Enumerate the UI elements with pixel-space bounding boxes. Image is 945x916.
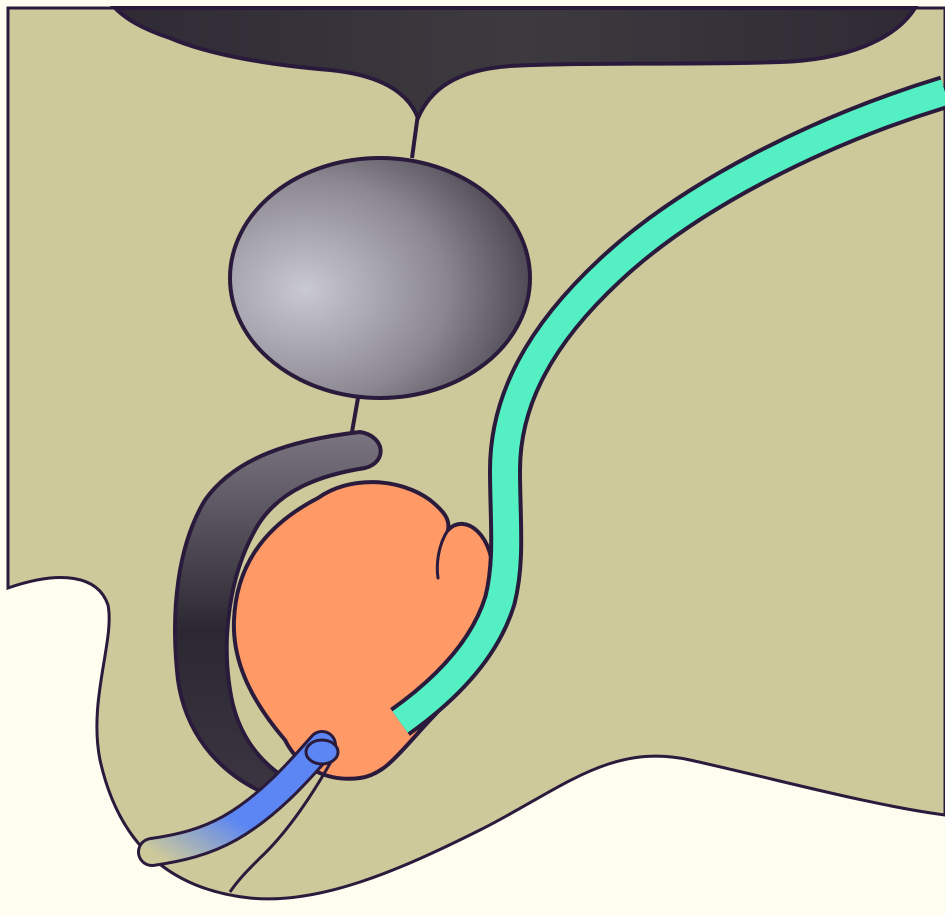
blue-tube-opening <box>306 740 338 764</box>
round-gray-organ <box>230 158 530 398</box>
